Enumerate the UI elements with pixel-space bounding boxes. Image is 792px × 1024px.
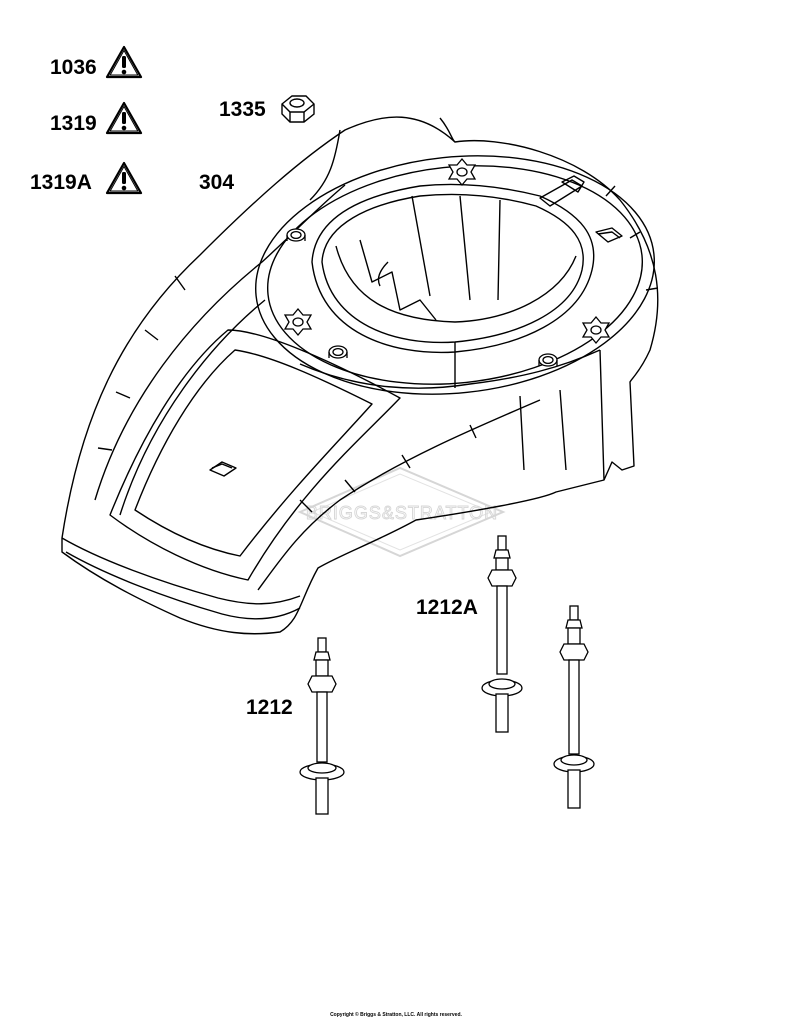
stud-1212a-right (553, 605, 595, 809)
callout-304: 304 (199, 171, 235, 194)
callout-1036: 1036 (50, 56, 97, 79)
nut-icon (281, 95, 315, 123)
callout-1212: 1212 (246, 696, 293, 719)
warning-triangle-icon (105, 45, 143, 79)
callout-1335: 1335 (219, 98, 266, 121)
star-knobs (283, 157, 611, 345)
callout-1212a: 1212A (416, 596, 478, 619)
stud-1212 (299, 637, 345, 815)
stud-1212a-left (481, 535, 523, 733)
watermark-text: BRIGGS&STRATTON (306, 503, 498, 523)
copyright-notice: Copyright © Briggs & Stratton, LLC. All … (330, 1012, 462, 1018)
callout-1319: 1319 (50, 112, 97, 135)
warning-triangle-icon (105, 101, 143, 135)
brand-watermark: BRIGGS&STRATTON (297, 466, 506, 558)
warning-triangle-icon (105, 161, 143, 195)
housing-bosses (286, 228, 558, 367)
blower-housing (61, 116, 659, 635)
callout-1319a: 1319A (30, 171, 92, 194)
